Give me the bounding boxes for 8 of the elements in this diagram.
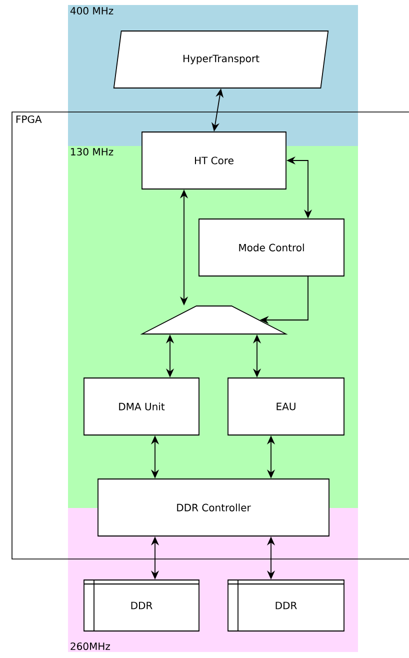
process-box: DDR Controller [98, 478, 330, 536]
storage-box: DDR [228, 580, 344, 632]
io-parallelogram: HyperTransport [113, 30, 329, 88]
storage-box: DDR [84, 580, 200, 632]
process-box: Mode Control [198, 218, 344, 276]
process-box: HT Core [142, 132, 286, 190]
process-box: DMA Unit [84, 378, 200, 436]
process-box: EAU [228, 378, 344, 436]
